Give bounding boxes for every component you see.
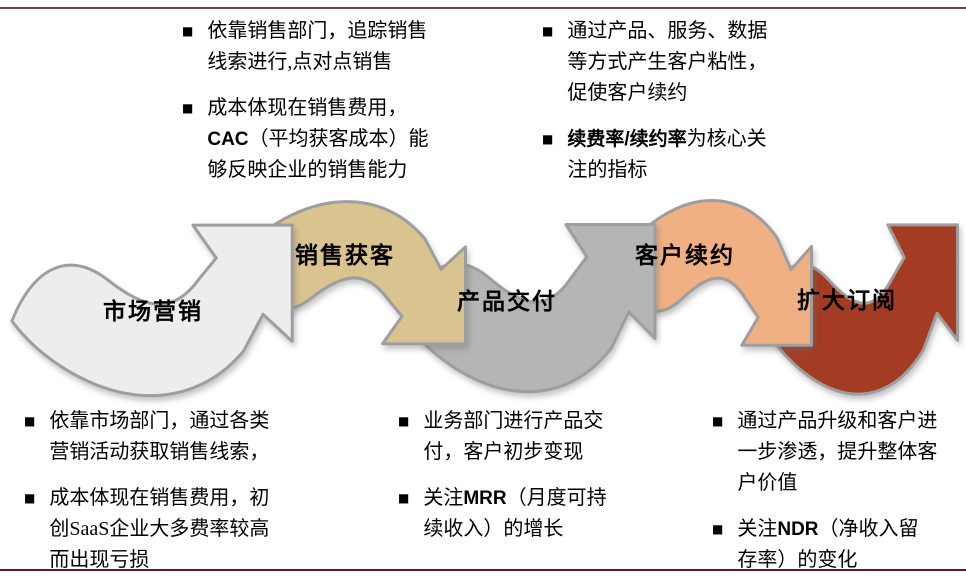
bullet-text: 成本体现在销售费用，初创SaaS企业大多费率较高而出现亏损	[49, 487, 270, 571]
bullet-text: 关注NDR（净收入留存率）的变化	[737, 518, 919, 571]
bullet-item: ■ 关注MRR（月度可持续收入）的增长	[398, 483, 623, 545]
stage-label-product-delivery: 产品交付	[457, 289, 557, 314]
bullet-item: ■ 通过产品升级和客户进一步渗透，提升整体客户价值	[712, 406, 937, 499]
stage-label-expand-subscription: 扩大订阅	[797, 288, 897, 313]
bullet-item: ■ 续费率/续约率为核心关注的指标	[542, 124, 767, 186]
stage-label-customer-renewal: 客户续约	[635, 243, 735, 268]
bullet-item: ■ 关注NDR（净收入留存率）的变化	[712, 514, 937, 576]
bullet-text: 成本体现在销售费用，CAC（平均获客成本）能够反映企业的销售能力	[207, 97, 429, 181]
bullet-text: 通过产品升级和客户进一步渗透，提升整体客户价值	[737, 410, 938, 494]
bullet-marker-icon: ■	[24, 491, 36, 505]
bullet-text: 关注MRR（月度可持续收入）的增长	[423, 487, 607, 540]
bullet-marker-icon: ■	[712, 522, 724, 536]
notes-top-left: ■ 依靠销售部门，追踪销售线索进行,点对点销售 ■ 成本体现在销售费用，CAC（平均获…	[182, 16, 445, 201]
bullet-marker-icon: ■	[398, 491, 410, 505]
bottom-rule	[0, 569, 966, 571]
bullet-text: 业务部门进行产品交付，客户初步变现	[423, 410, 604, 463]
bullet-marker-icon: ■	[182, 101, 194, 115]
notes-bottom-middle: ■ 业务部门进行产品交付，客户初步变现 ■ 关注MRR（月度可持续收入）的增长	[398, 406, 623, 560]
bullet-marker-icon: ■	[542, 132, 554, 146]
notes-bottom-left: ■ 依靠市场部门，通过各类营销活动获取销售线索， ■ 成本体现在销售费用，初创SaaS…	[24, 406, 277, 577]
bullet-item: ■ 业务部门进行产品交付，客户初步变现	[398, 406, 623, 468]
bullet-marker-icon: ■	[712, 414, 724, 428]
bullet-item: ■ 依靠销售部门，追踪销售线索进行,点对点销售	[182, 16, 445, 78]
notes-top-right: ■ 通过产品、服务、数据等方式产生客户粘性，促使客户续约 ■ 续费率/续约率为核心关注…	[542, 16, 767, 201]
bullet-item: ■ 依靠市场部门，通过各类营销活动获取销售线索，	[24, 406, 277, 468]
bullet-marker-icon: ■	[182, 24, 194, 38]
stage-label-sales-acquisition: 销售获客	[295, 243, 395, 268]
stage-label-marketing: 市场营销	[103, 299, 203, 324]
top-rule	[0, 7, 966, 9]
bullet-text: 续费率/续约率为核心关注的指标	[567, 128, 767, 181]
bullet-marker-icon: ■	[24, 414, 36, 428]
bullet-marker-icon: ■	[542, 24, 554, 38]
bullet-text: 依靠市场部门，通过各类营销活动获取销售线索，	[49, 410, 270, 463]
bullet-item: ■ 通过产品、服务、数据等方式产生客户粘性，促使客户续约	[542, 16, 767, 109]
bullet-text: 依靠销售部门，追踪销售线索进行,点对点销售	[207, 20, 428, 73]
bullet-marker-icon: ■	[398, 414, 410, 428]
bullet-item: ■ 成本体现在销售费用，初创SaaS企业大多费率较高而出现亏损	[24, 483, 277, 576]
bullet-item: ■ 成本体现在销售费用，CAC（平均获客成本）能够反映企业的销售能力	[182, 93, 445, 186]
bullet-text: 通过产品、服务、数据等方式产生客户粘性，促使客户续约	[567, 20, 768, 104]
notes-bottom-right: ■ 通过产品升级和客户进一步渗透，提升整体客户价值 ■ 关注NDR（净收入留存率）的变…	[712, 406, 937, 577]
